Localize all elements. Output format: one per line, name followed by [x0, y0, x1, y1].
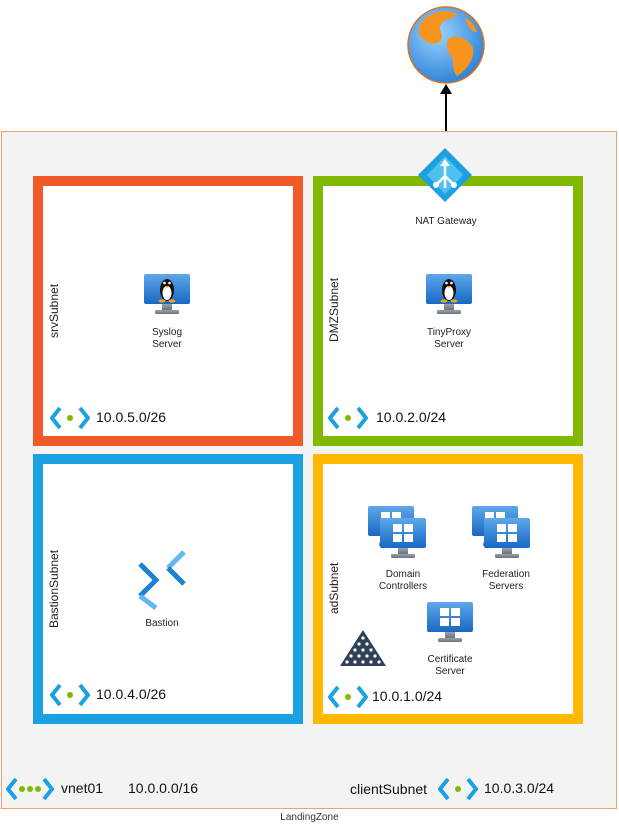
- tinyproxy-label-line1: TinyProxy: [426, 327, 472, 338]
- globe-icon: [407, 6, 485, 84]
- bastion-label: Bastion: [145, 618, 179, 629]
- ad-subnet-name: adSubnet: [327, 562, 341, 614]
- vnet-cidr: 10.0.0.0/16: [128, 780, 199, 796]
- vnet-icon: [6, 776, 54, 802]
- syslog-label-line1: Syslog: [151, 327, 182, 338]
- subnet-icon: [50, 682, 90, 708]
- bastion-icon: [138, 550, 186, 610]
- nat-gateway-icon: [418, 148, 472, 202]
- ad-subnet-box: [313, 454, 583, 724]
- dc-label-line2: Controllers: [378, 581, 428, 592]
- client-subnet-name: clientSubnet: [350, 781, 428, 797]
- syslog-label-line2: Server: [152, 339, 182, 350]
- cert-label-line1: Certificate: [427, 654, 473, 665]
- srv-subnet-name: srvSubnet: [47, 283, 61, 338]
- windows-vm-stack-icon: [366, 504, 432, 564]
- srv-subnet-box: [33, 176, 303, 446]
- bastion-subnet-name: BastionSubnet: [47, 549, 61, 628]
- nat-gateway-label: NAT Gateway: [415, 216, 477, 227]
- federation-servers-label: Federation Servers: [466, 569, 546, 593]
- bastion-subnet-cidr: 10.0.4.0/26: [96, 686, 167, 702]
- fed-label-line1: Federation: [482, 569, 530, 580]
- subnet-icon: [438, 776, 478, 802]
- linux-vm-icon: [424, 272, 474, 316]
- dmz-subnet-name: DMZSubnet: [327, 277, 341, 342]
- windows-vm-icon: [425, 600, 475, 644]
- bastion-subnet-box: [33, 454, 303, 724]
- subnet-icon: [50, 405, 90, 431]
- pyramid-icon: [340, 630, 386, 666]
- subnet-icon: [328, 684, 368, 710]
- landing-zone-label: LandingZone: [280, 812, 339, 823]
- domain-controllers-label: Domain Controllers: [363, 569, 443, 593]
- client-subnet-cidr: 10.0.3.0/24: [484, 780, 555, 796]
- tinyproxy-label-line2: Server: [434, 339, 464, 350]
- tinyproxy-server-label: TinyProxy Server: [409, 327, 489, 351]
- certificate-server-label: Certificate Server: [410, 654, 490, 678]
- linux-vm-icon: [142, 272, 192, 316]
- windows-vm-stack-icon: [470, 504, 536, 564]
- subnet-icon: [328, 405, 368, 431]
- vnet-name: vnet01: [61, 780, 104, 796]
- srv-subnet-cidr: 10.0.5.0/26: [96, 409, 167, 425]
- cert-label-line2: Server: [435, 666, 465, 677]
- dc-label-line1: Domain: [385, 569, 421, 580]
- fed-label-line2: Servers: [488, 581, 524, 592]
- ad-subnet-cidr: 10.0.1.0/24: [372, 688, 443, 704]
- syslog-server-label: Syslog Server: [127, 327, 207, 351]
- dmz-subnet-cidr: 10.0.2.0/24: [376, 409, 447, 425]
